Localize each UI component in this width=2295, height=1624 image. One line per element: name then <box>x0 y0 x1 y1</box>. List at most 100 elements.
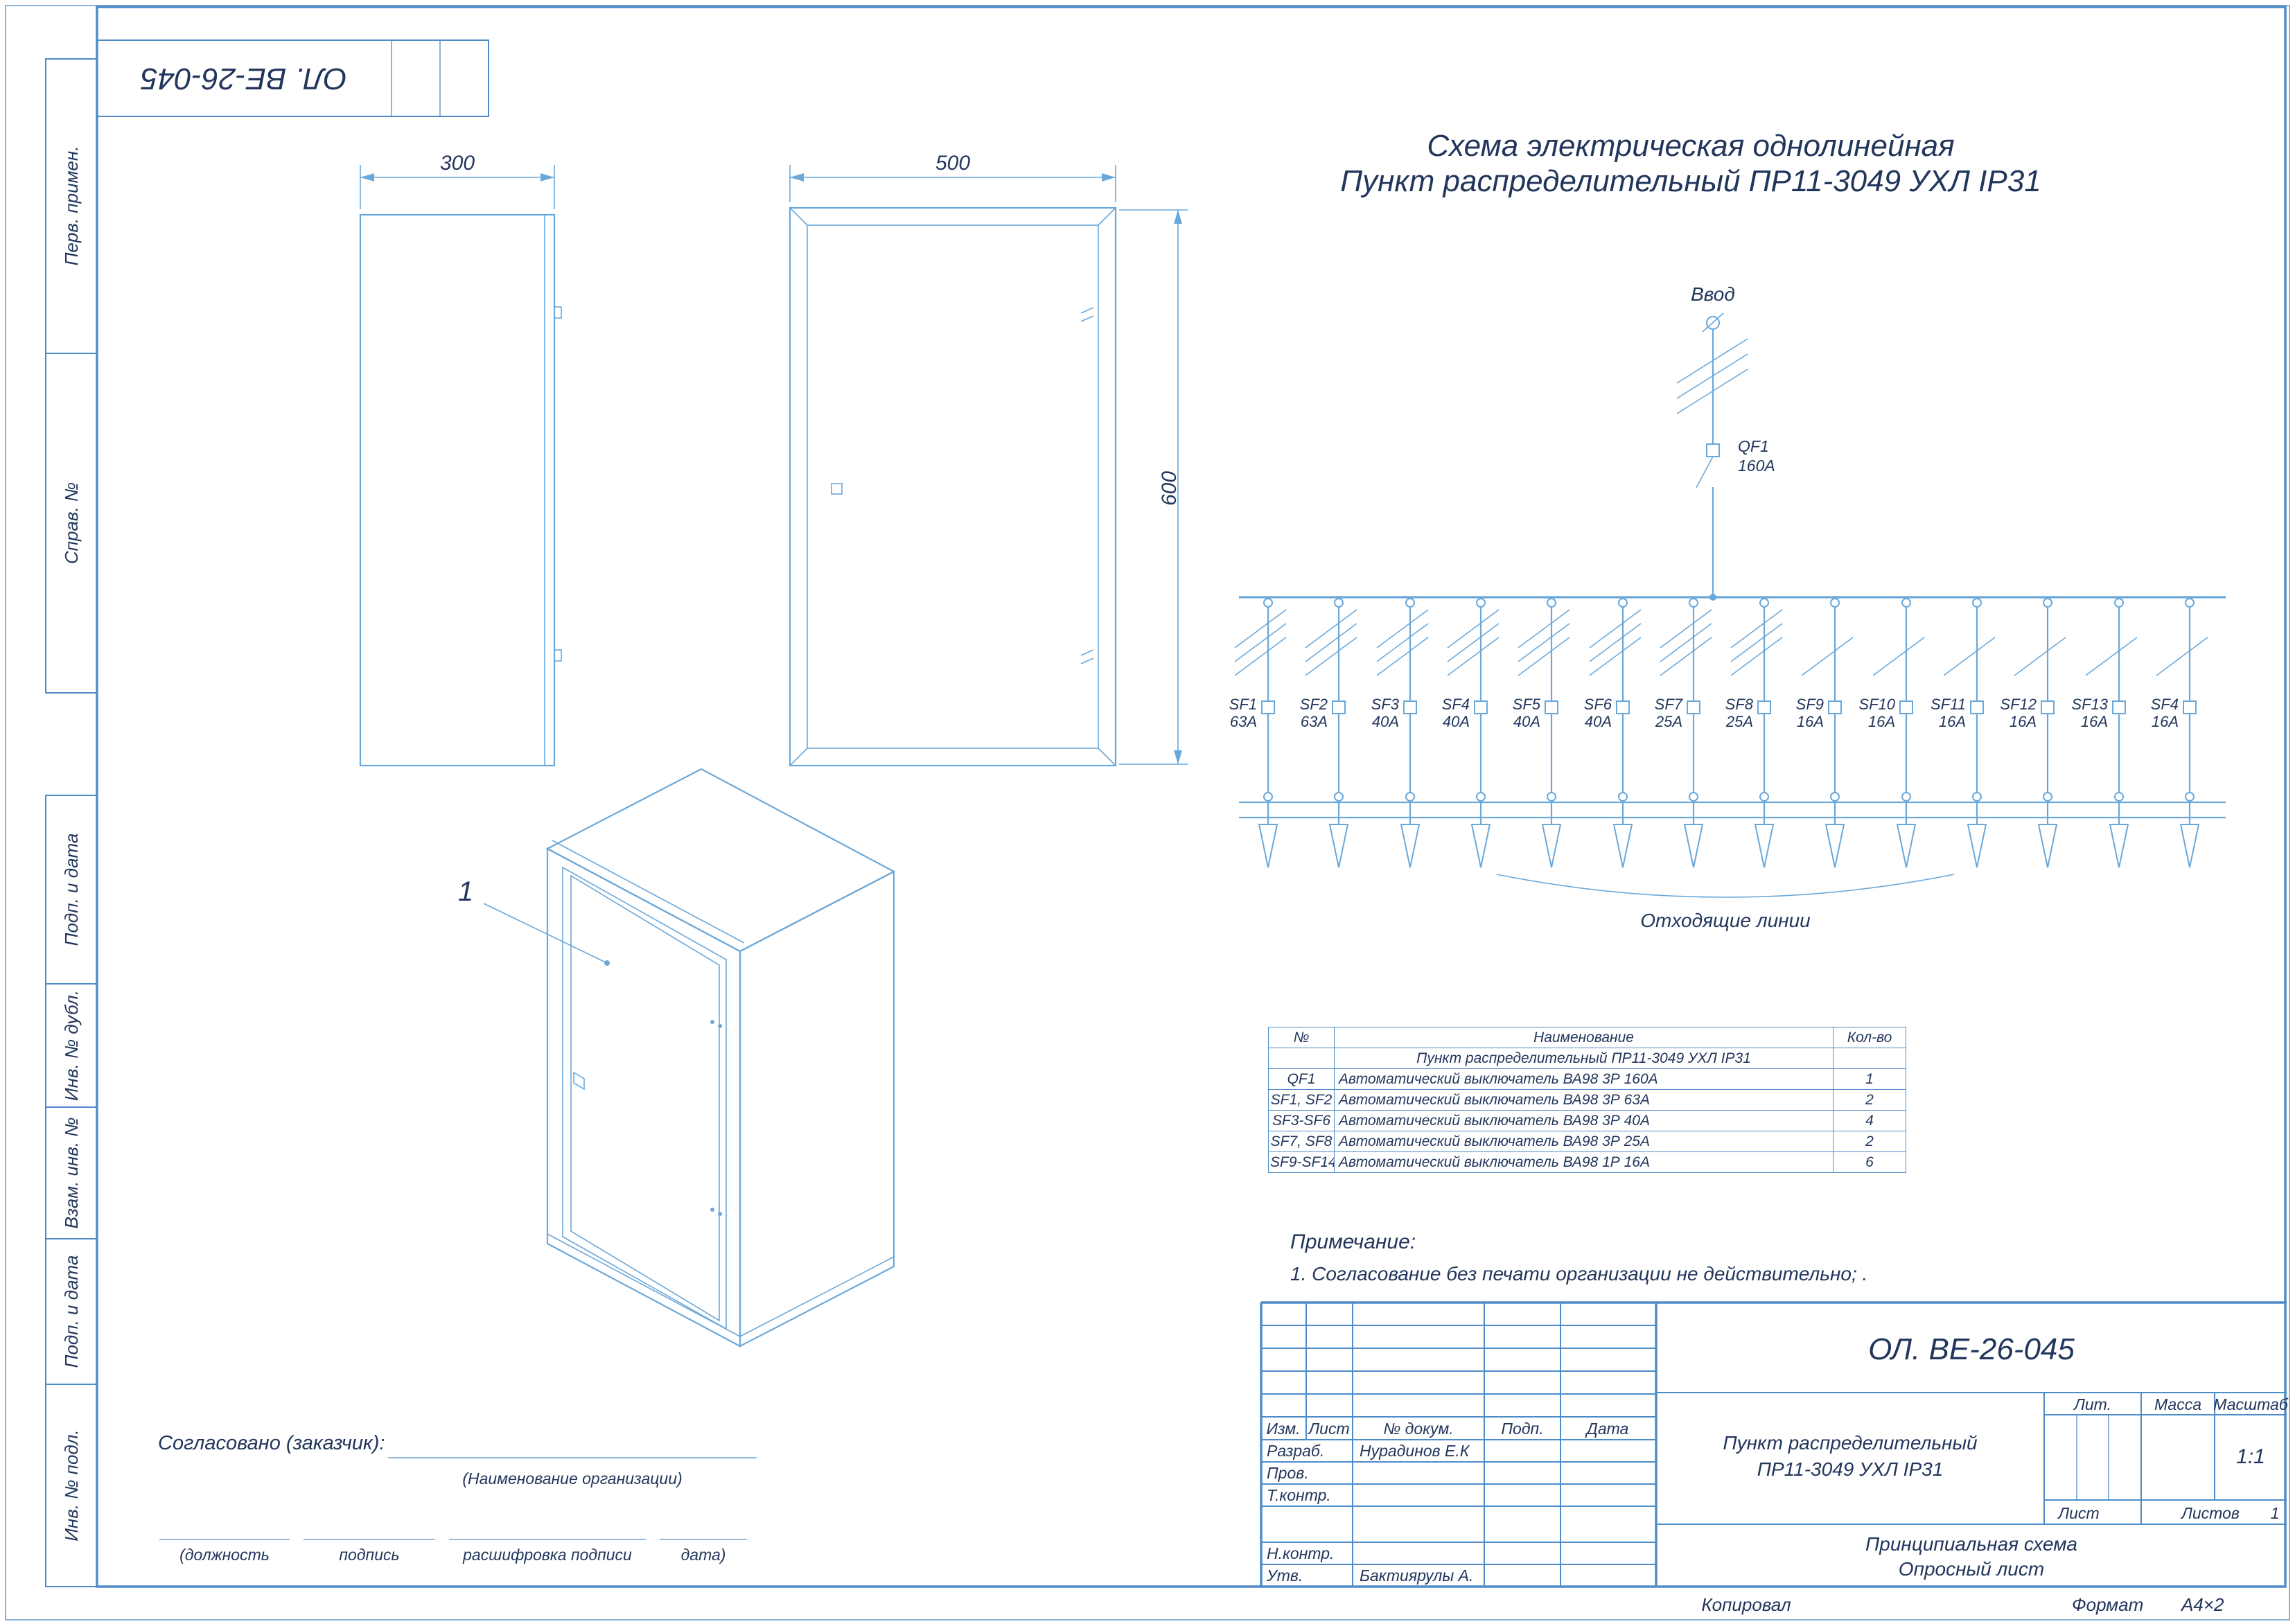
feeder-name: SF9 <box>1796 696 1824 713</box>
sign-role-utv: Утв. <box>1266 1566 1303 1585</box>
table-cell: SF1, SF2 <box>1268 1089 1335 1111</box>
sidebar-label-sprav-no: Справ. № <box>61 482 82 564</box>
feeder-rating: 16А <box>2081 713 2108 730</box>
rev-header-dokum: № докум. <box>1383 1420 1453 1438</box>
feeder-rating: 63А <box>1230 713 1257 730</box>
top-stamp: ОЛ. ВЕ-26-045 <box>96 39 489 117</box>
title-block: Изм. Лист № докум. Подп. Дата Разраб. Ну… <box>1260 1301 2289 1587</box>
top-stamp-doc-number: ОЛ. ВЕ-26-045 <box>141 62 347 96</box>
mass-label: Масса <box>2154 1395 2201 1413</box>
table-header-no: № <box>1268 1027 1335 1048</box>
feeder-rating: 16А <box>2152 713 2179 730</box>
feeder-name: SF5 <box>1513 696 1541 713</box>
table-cell <box>1833 1048 1906 1069</box>
feeder-name: SF8 <box>1725 696 1754 713</box>
table-cell: 6 <box>1833 1151 1906 1173</box>
table-row: SF1, SF2 Автоматический выключатель ВА98… <box>1268 1089 1906 1111</box>
table-cell: SF7, SF8 <box>1268 1131 1335 1152</box>
table-cell: Автоматический выключатель ВА98 3Р 63А <box>1334 1089 1834 1111</box>
table-row: SF9-SF14 Автоматический выключатель ВА98… <box>1268 1151 1906 1173</box>
table-cell: 4 <box>1833 1110 1906 1131</box>
lit-label: Лит. <box>2073 1395 2111 1413</box>
schematic-title-line2: Пункт распределительный ПР11-3049 УХЛ IP… <box>1340 164 2041 198</box>
table-cell: 2 <box>1833 1089 1906 1111</box>
rev-header-izm: Изм. <box>1266 1420 1300 1438</box>
sheet-label: Лист <box>2057 1504 2099 1522</box>
table-row: QF1 Автоматический выключатель ВА98 3Р 1… <box>1268 1068 1906 1090</box>
sidebar-stamp-column: Перв. примен. Справ. № Подп. и дата Инв.… <box>45 58 98 1587</box>
note-item-1: 1. Согласование без печати организации н… <box>1290 1263 1867 1285</box>
approval-label: Согласовано (заказчик): <box>158 1432 385 1454</box>
feeder-rating: 16А <box>1939 713 1966 730</box>
feeder-name: SF12 <box>2000 696 2037 713</box>
copied-label: Копировал <box>1701 1594 1791 1615</box>
feeder-rating: 40А <box>1585 713 1612 730</box>
sign-name-utv: Бактиярулы А. <box>1360 1566 1473 1585</box>
table-cell: Автоматический выключатель ВА98 3Р 40А <box>1334 1110 1834 1131</box>
feeder-name: SF10 <box>1858 696 1895 713</box>
feeder-name: SF4 <box>1442 696 1470 713</box>
feeder-name: SF11 <box>1931 696 1966 713</box>
table-cell: 1 <box>1833 1068 1906 1090</box>
table-header-row: № Наименование Кол-во <box>1268 1027 1906 1048</box>
approval-hint-signature: подпись <box>339 1546 399 1564</box>
cabinet-front-view: 500 600 <box>789 152 1188 767</box>
feeder-rating: 40А <box>1513 713 1540 730</box>
sign-role-tkontr: Т.контр. <box>1267 1486 1331 1504</box>
table-cell: Автоматический выключатель ВА98 1Р 16А <box>1334 1151 1834 1173</box>
components-table: № Наименование Кол-во Пункт распределите… <box>1268 1027 1906 1173</box>
approval-block: Согласовано (заказчик): (Наименование ор… <box>158 1432 757 1564</box>
dim-600: 600 <box>1158 471 1181 506</box>
input-label: Ввод <box>1691 283 1735 305</box>
feeder-name: SF3 <box>1371 696 1400 713</box>
feeder-rating: 63А <box>1301 713 1328 730</box>
table-subheader-row: Пункт распределительный ПР11-3049 УХЛ IP… <box>1268 1048 1906 1069</box>
table-cell: 2 <box>1833 1131 1906 1152</box>
table-cell: Автоматический выключатель ВА98 3Р 25А <box>1334 1131 1834 1152</box>
scale-label: Масштаб <box>2213 1395 2288 1413</box>
cabinet-isometric-view: 1 <box>458 768 896 1348</box>
sheets-label: Листов <box>2180 1504 2240 1522</box>
table-cell: SF9-SF14 <box>1268 1151 1335 1173</box>
main-breaker-name: QF1 <box>1738 437 1769 455</box>
feeder-rating: 25А <box>1725 713 1753 730</box>
feeder-rating: 16А <box>1868 713 1895 730</box>
footer-row: Копировал Формат А4×2 <box>1701 1594 2224 1615</box>
approval-hint-fullname: расшифровка подписи <box>462 1546 632 1564</box>
feeder-name: SF4 <box>2151 696 2179 713</box>
rev-header-data: Дата <box>1585 1420 1629 1438</box>
table-row: SF3-SF6 Автоматический выключатель ВА98 … <box>1268 1110 1906 1131</box>
sign-role-razrab: Разраб. <box>1267 1442 1324 1460</box>
position-label-1: 1 <box>458 876 473 907</box>
approval-hint-position: (должность <box>179 1546 270 1564</box>
doc-type-line2: Опросный лист <box>1899 1558 2044 1580</box>
schematic-incomer: Ввод QF1 160А <box>1676 283 1775 601</box>
sidebar-label-vzam-inv: Взам. инв. № <box>61 1118 82 1229</box>
dim-500: 500 <box>935 152 970 175</box>
table-cell: SF3-SF6 <box>1268 1110 1335 1131</box>
note-block: Примечание: 1. Согласование без печати о… <box>1290 1230 1867 1285</box>
dim-300: 300 <box>440 152 475 175</box>
feeder-name: SF2 <box>1300 696 1328 713</box>
feeder-name: SF7 <box>1655 696 1683 713</box>
doc-type-line1: Принципиальная схема <box>1865 1533 2077 1555</box>
schematic-title: Схема электрическая однолинейная Пункт р… <box>1340 129 2041 198</box>
format-value: А4×2 <box>2180 1594 2224 1615</box>
outgoing-lines-label: Отходящие линии <box>1640 910 1811 931</box>
note-title: Примечание: <box>1290 1230 1416 1253</box>
feeder-name: SF6 <box>1584 696 1612 713</box>
rev-header-podp: Подп. <box>1501 1420 1543 1438</box>
table-row: SF7, SF8 Автоматический выключатель ВА98… <box>1268 1131 1906 1152</box>
table-cell: Автоматический выключатель ВА98 3Р 160А <box>1334 1068 1834 1090</box>
